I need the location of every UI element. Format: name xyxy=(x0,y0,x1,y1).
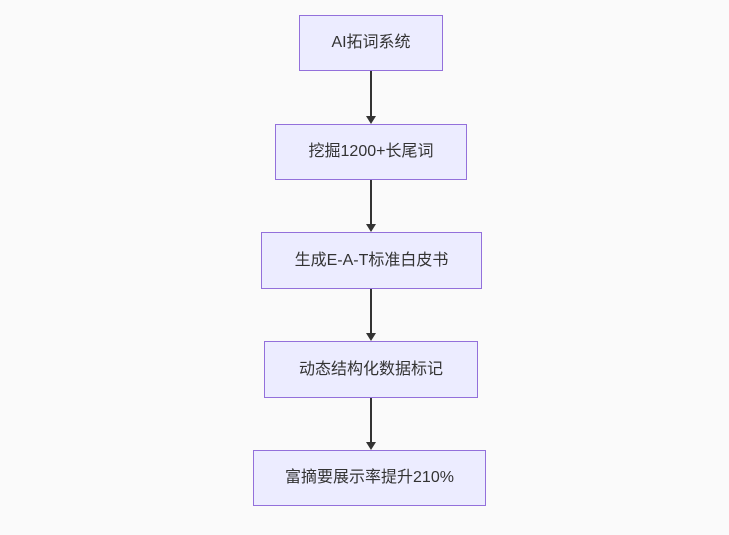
flow-node-longtail-mining: 挖掘1200+长尾词 xyxy=(275,124,467,180)
flow-node-label: 富摘要展示率提升210% xyxy=(285,469,454,487)
arrowhead-icon xyxy=(366,333,376,341)
arrow-down-1 xyxy=(366,71,376,124)
arrowhead-icon xyxy=(366,442,376,450)
arrowhead-icon xyxy=(366,116,376,124)
flow-node-label: 动态结构化数据标记 xyxy=(298,360,443,378)
flow-node-label: AI拓词系统 xyxy=(331,34,411,52)
flow-node-eat-whitepaper: 生成E-A-T标准白皮书 xyxy=(261,232,482,289)
arrow-line xyxy=(370,398,372,442)
flow-node-ai-keyword-system: AI拓词系统 xyxy=(299,15,443,71)
arrow-down-2 xyxy=(366,180,376,232)
arrow-down-3 xyxy=(366,289,376,341)
arrow-line xyxy=(370,180,372,224)
arrowhead-icon xyxy=(366,224,376,232)
arrow-line xyxy=(370,289,372,333)
flow-node-label: 挖掘1200+长尾词 xyxy=(308,143,434,161)
flow-node-label: 生成E-A-T标准白皮书 xyxy=(294,251,449,269)
flow-node-rich-snippet-result: 富摘要展示率提升210% xyxy=(253,450,486,506)
flow-node-structured-data-markup: 动态结构化数据标记 xyxy=(264,341,478,398)
arrow-line xyxy=(370,71,372,116)
arrow-down-4 xyxy=(366,398,376,450)
